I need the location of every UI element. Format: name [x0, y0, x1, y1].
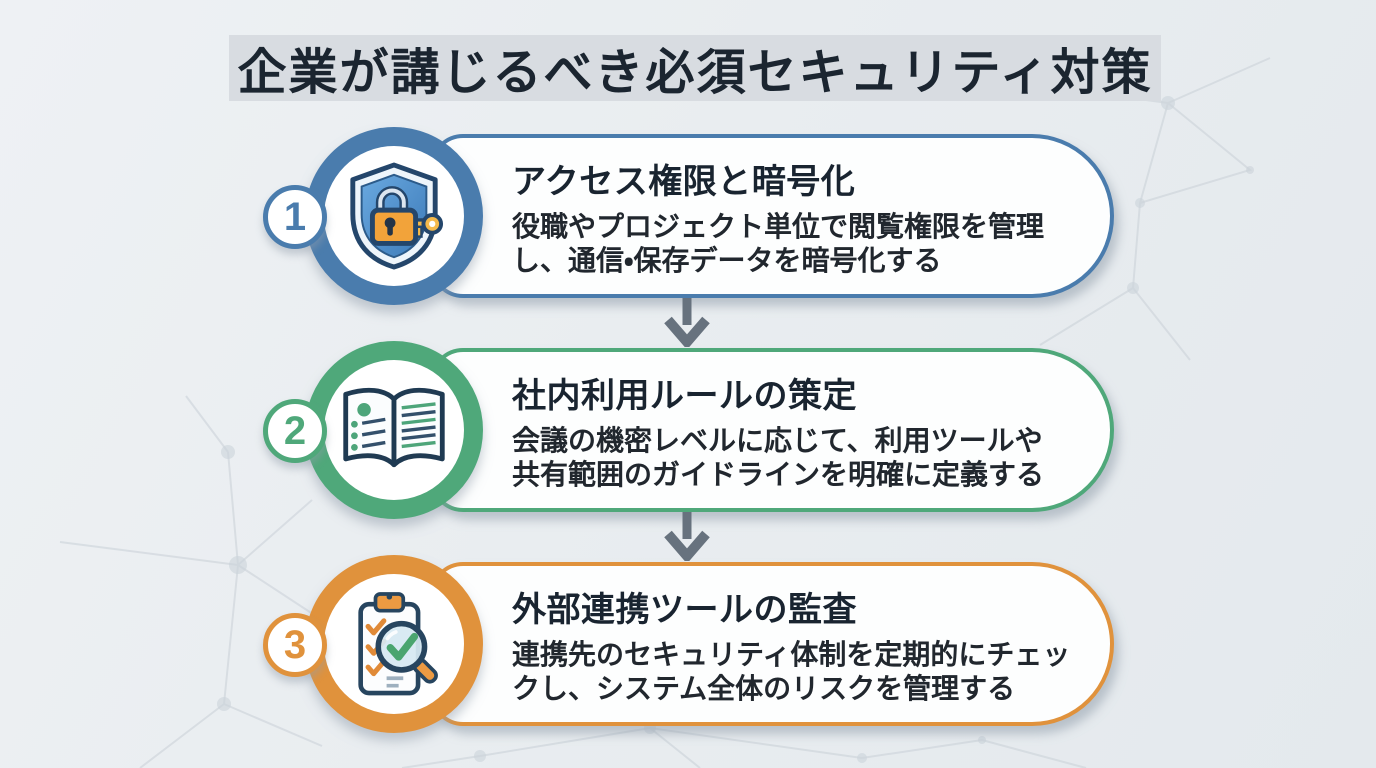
step-1-heading: アクセス権限と暗号化 [512, 163, 856, 201]
step-3-number-badge: 3 [263, 613, 327, 677]
step-2-description: 会議の機密レベルに応じて、利用ツールや共有範囲のガイドラインを明確に定義する [512, 425, 1045, 490]
shield-lock-key-icon [350, 162, 444, 270]
clipboard-audit-magnifier-icon [358, 592, 438, 696]
down-arrow-icon [664, 512, 710, 561]
step-2-card: 社内利用ルールの策定 会議の機密レベルに応じて、利用ツールや共有範囲のガイドライ… [430, 348, 1114, 512]
page-title-banner: 企業が講じるべき必須セキュリティ対策 [229, 35, 1161, 101]
step-3-card: 外部連携ツールの監査 連携先のセキュリティ体制を定期的にチェックし、システム全体… [430, 562, 1114, 726]
step-3-icon-circle [305, 555, 483, 733]
page-title: 企業が講じるべき必須セキュリティ対策 [237, 45, 1153, 100]
step-1-description: 役職やプロジェクト単位で閲覧権限を管理し、通信・保存データを暗号化する [512, 211, 1045, 276]
step-1-number-badge: 1 [263, 185, 327, 249]
step-2-icon-circle [305, 341, 483, 519]
step-1-icon-circle [305, 127, 483, 305]
step-2-number-badge: 2 [263, 399, 327, 463]
step-3-description: 連携先のセキュリティ体制を定期的にチェックし、システム全体のリスクを管理する [512, 639, 1071, 704]
down-arrow-icon [664, 298, 710, 347]
step-3-heading: 外部連携ツールの監査 [512, 591, 857, 629]
open-book-rules-icon [343, 387, 445, 468]
step-1-card: アクセス権限と暗号化 役職やプロジェクト単位で閲覧権限を管理し、通信・保存データ… [430, 134, 1114, 298]
step-2-heading: 社内利用ルールの策定 [512, 377, 857, 415]
